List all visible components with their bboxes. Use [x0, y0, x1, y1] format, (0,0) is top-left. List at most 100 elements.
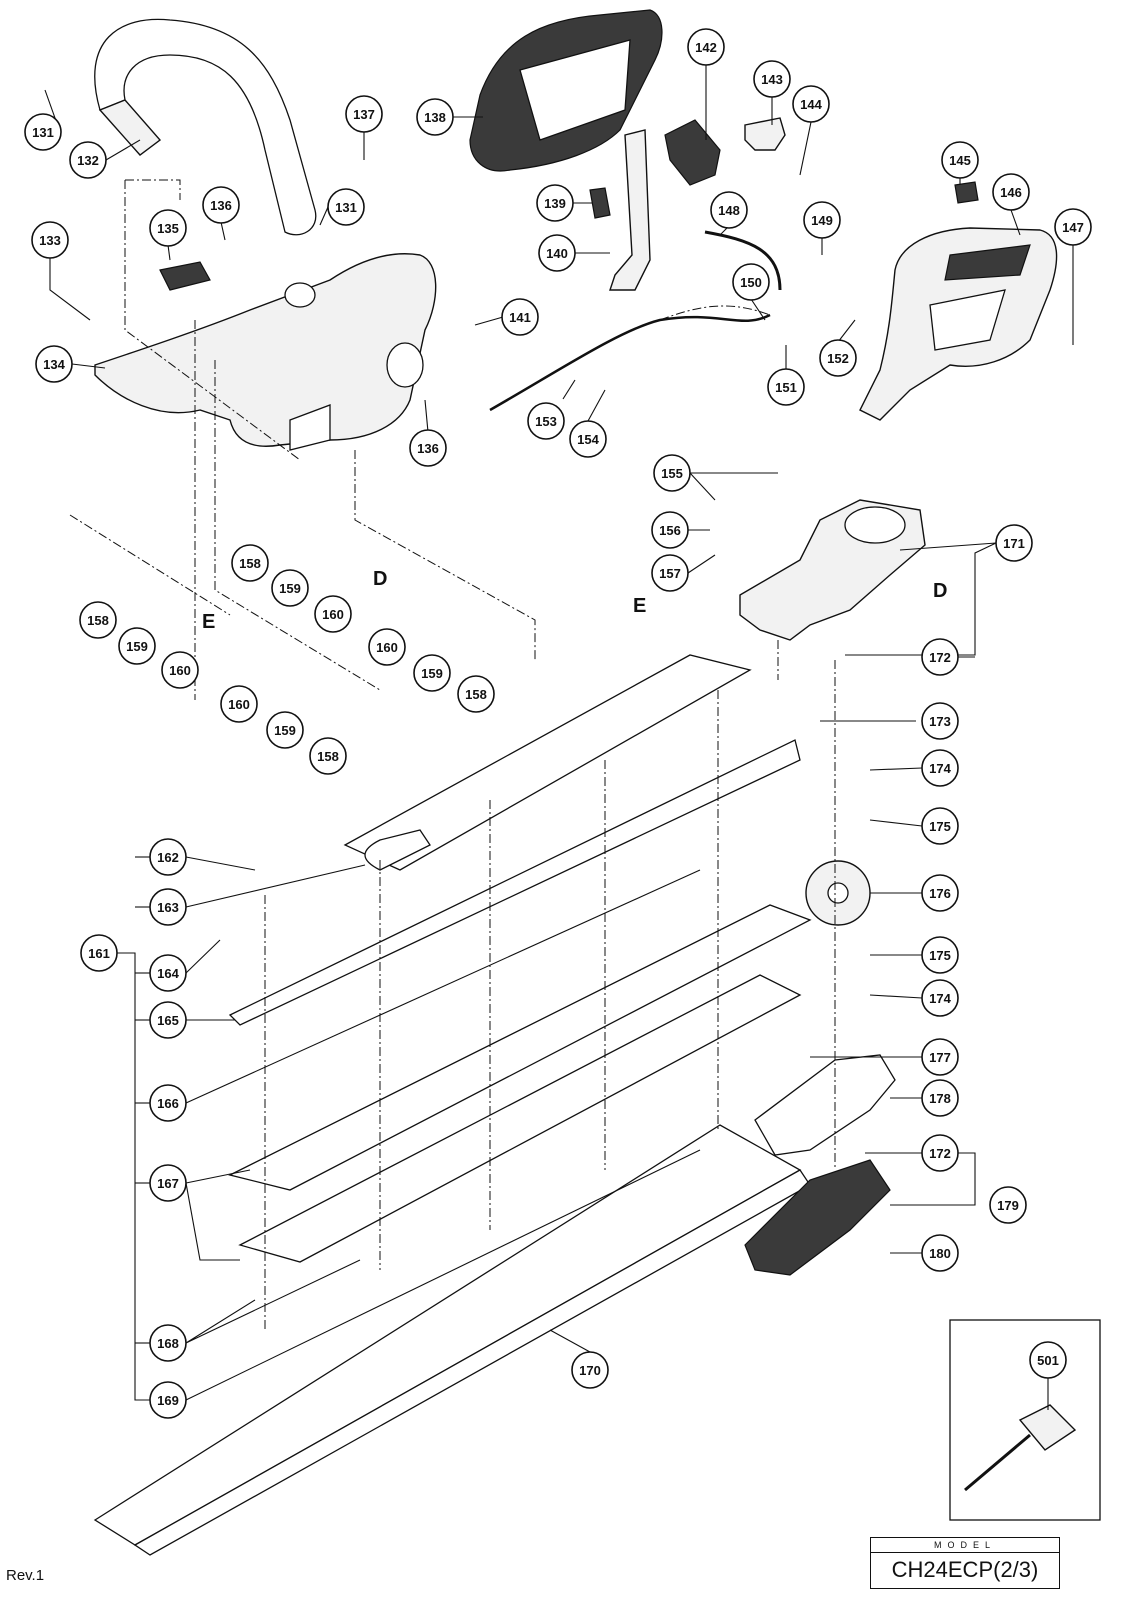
callout-175: 175 — [921, 807, 959, 845]
callout-147: 147 — [1054, 208, 1092, 246]
svg-text:158: 158 — [465, 687, 487, 702]
blade-guard-part — [93, 1124, 811, 1556]
svg-text:133: 133 — [39, 233, 61, 248]
callout-150: 150 — [732, 263, 770, 301]
callout-131: 131 — [327, 188, 365, 226]
svg-text:156: 156 — [659, 523, 681, 538]
callout-155: 155 — [653, 454, 691, 492]
svg-text:153: 153 — [535, 414, 557, 429]
svg-text:171: 171 — [1003, 536, 1025, 551]
svg-text:135: 135 — [157, 221, 179, 236]
svg-text:172: 172 — [929, 1146, 951, 1161]
callout-152: 152 — [819, 339, 857, 377]
svg-text:173: 173 — [929, 714, 951, 729]
svg-text:146: 146 — [1000, 185, 1022, 200]
svg-text:169: 169 — [157, 1393, 179, 1408]
callout-160: 160 — [314, 595, 352, 633]
callout-149: 149 — [803, 201, 841, 239]
callout-501: 501 — [1029, 1341, 1067, 1379]
callout-160: 160 — [368, 628, 406, 666]
callout-166: 166 — [149, 1084, 187, 1122]
callout-165: 165 — [149, 1001, 187, 1039]
model-name: CH24ECP(2/3) — [891, 1557, 1039, 1582]
reference-letter-e: E — [202, 611, 215, 633]
tool-inset — [949, 1319, 1101, 1521]
callout-138: 138 — [416, 98, 454, 136]
svg-text:165: 165 — [157, 1013, 179, 1028]
callout-163: 163 — [149, 888, 187, 926]
callout-145: 145 — [941, 141, 979, 179]
rear-grip-part — [859, 227, 1058, 421]
svg-text:162: 162 — [157, 850, 179, 865]
svg-text:174: 174 — [929, 991, 951, 1006]
svg-text:175: 175 — [929, 819, 951, 834]
svg-text:501: 501 — [1037, 1353, 1059, 1368]
svg-text:177: 177 — [929, 1050, 951, 1065]
callout-176: 176 — [921, 874, 959, 912]
svg-text:180: 180 — [929, 1246, 951, 1261]
svg-text:167: 167 — [157, 1176, 179, 1191]
svg-text:131: 131 — [32, 125, 54, 140]
svg-text:151: 151 — [775, 380, 797, 395]
svg-text:158: 158 — [239, 556, 261, 571]
callout-137: 137 — [345, 95, 383, 133]
callout-167: 167 — [149, 1164, 187, 1202]
callout-146: 146 — [992, 173, 1030, 211]
callout-177: 177 — [921, 1038, 959, 1076]
gear-part — [805, 860, 871, 926]
callout-131: 131 — [24, 113, 62, 151]
upper-blade-part — [343, 654, 752, 871]
lock-lever-part — [664, 119, 721, 186]
callout-173: 173 — [921, 702, 959, 740]
callout-144: 144 — [792, 85, 830, 123]
callout-154: 154 — [569, 420, 607, 458]
cable-part — [704, 230, 782, 291]
callout-140: 140 — [538, 234, 576, 272]
callout-141: 141 — [501, 298, 539, 336]
svg-text:160: 160 — [169, 663, 191, 678]
callout-136: 136 — [409, 429, 447, 467]
main-housing-part — [94, 253, 437, 451]
callout-158: 158 — [457, 675, 495, 713]
svg-text:141: 141 — [509, 310, 531, 325]
svg-text:148: 148 — [718, 203, 740, 218]
callout-139: 139 — [536, 184, 574, 222]
callout-159: 159 — [271, 569, 309, 607]
svg-text:138: 138 — [424, 110, 446, 125]
callout-142: 142 — [687, 28, 725, 66]
callout-148: 148 — [710, 191, 748, 229]
switch-part — [954, 181, 979, 204]
callout-170: 170 — [571, 1351, 609, 1389]
gear-case-part — [739, 499, 926, 641]
svg-text:159: 159 — [274, 723, 296, 738]
svg-text:160: 160 — [322, 607, 344, 622]
model-label: MODEL — [871, 1538, 1059, 1553]
svg-text:157: 157 — [659, 566, 681, 581]
front-handle-part — [94, 18, 317, 236]
callout-157: 157 — [651, 554, 689, 592]
callout-175: 175 — [921, 936, 959, 974]
svg-text:161: 161 — [88, 946, 110, 961]
gear-cover-part — [754, 1054, 896, 1156]
svg-text:159: 159 — [279, 581, 301, 596]
svg-text:160: 160 — [228, 697, 250, 712]
svg-text:137: 137 — [353, 107, 375, 122]
svg-text:149: 149 — [811, 213, 833, 228]
callout-180: 180 — [921, 1234, 959, 1272]
revision-label: Rev.1 — [6, 1567, 45, 1584]
handle-cover-part — [469, 9, 663, 172]
svg-text:174: 174 — [929, 761, 951, 776]
svg-text:134: 134 — [43, 357, 65, 372]
svg-text:140: 140 — [546, 246, 568, 261]
throttle-lever-part — [609, 129, 651, 291]
svg-text:176: 176 — [929, 886, 951, 901]
svg-text:163: 163 — [157, 900, 179, 915]
callout-153: 153 — [527, 402, 565, 440]
callout-158: 158 — [309, 737, 347, 775]
callout-135: 135 — [149, 209, 187, 247]
callout-178: 178 — [921, 1079, 959, 1117]
svg-text:175: 175 — [929, 948, 951, 963]
svg-text:142: 142 — [695, 40, 717, 55]
svg-text:139: 139 — [544, 196, 566, 211]
